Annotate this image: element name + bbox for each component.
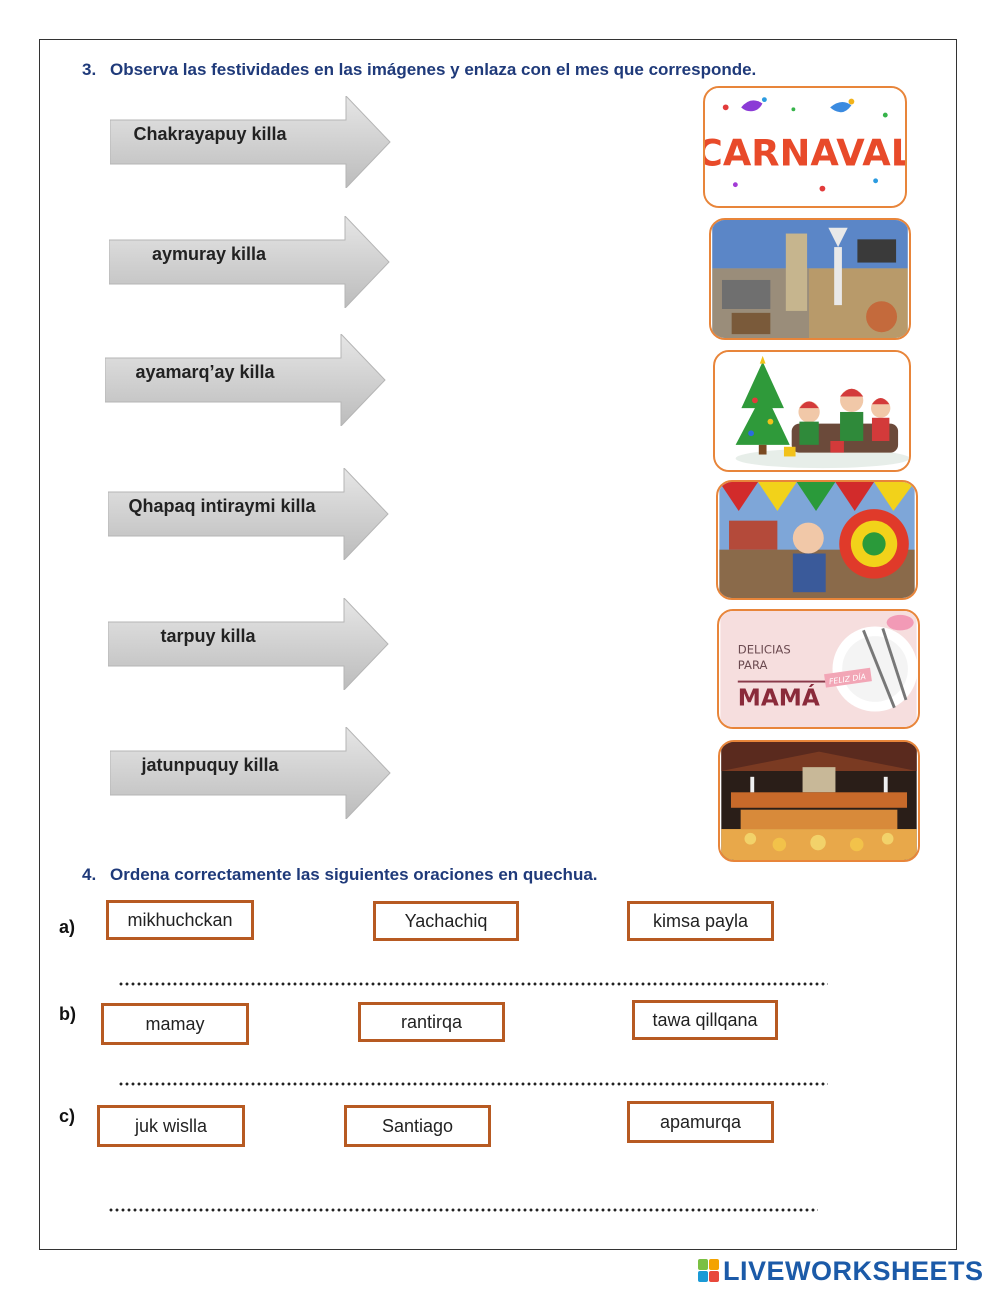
arrow-chakrayapuy[interactable]: Chakrayapuy killa (110, 96, 392, 188)
arrow-shape (105, 334, 386, 426)
all-saints-altar-image[interactable] (718, 740, 920, 862)
arrow-qhapaq-intiraymi[interactable]: Qhapaq intiraymi killa (108, 468, 390, 560)
mothers-day-image[interactable]: DELICIAS PARA MAMÁ FELIZ DÍA (717, 609, 920, 729)
word-box-mikhuchckan[interactable]: mikhuchckan (106, 900, 254, 940)
answer-line-b[interactable] (118, 1082, 828, 1086)
arrow-aymuray[interactable]: aymuray killa (109, 216, 391, 308)
arrow-label: tarpuy killa (160, 626, 256, 646)
liveworksheets-mark-icon (698, 1259, 720, 1283)
arrow-shape (110, 727, 391, 819)
patriotic-festival-illustration (719, 482, 915, 598)
worksheet-frame (39, 39, 957, 1250)
christmas-illustration (716, 352, 909, 470)
liveworksheets-brand: LIVEWORKSHEETS (723, 1255, 984, 1286)
word-box-tawa-qillqana[interactable]: tawa qillqana (632, 1000, 778, 1040)
arrow-label: ayamarq’ay killa (135, 362, 275, 382)
christmas-image[interactable] (713, 350, 911, 472)
arrow-jatunpuquy[interactable]: jatunpuquy killa (110, 727, 392, 819)
answer-line-c[interactable] (108, 1208, 818, 1212)
arrow-label: Qhapaq intiraymi killa (128, 496, 316, 516)
word-box-santiago[interactable]: Santiago (344, 1105, 491, 1147)
section-4-heading: 4. Ordena correctamente las siguientes or… (82, 865, 598, 885)
section-3-number: 3. (82, 60, 97, 79)
mothers-day-illustration: DELICIAS PARA MAMÁ FELIZ DÍA (720, 611, 918, 727)
mama-line2: PARA (738, 658, 768, 672)
arrow-ayamarqay[interactable]: ayamarq’ay killa (105, 334, 387, 426)
word-box-apamurqa[interactable]: apamurqa (627, 1101, 774, 1143)
arrow-tarpuy[interactable]: tarpuy killa (108, 598, 390, 690)
city-collage-illustration (712, 220, 908, 338)
answer-line-a[interactable] (118, 982, 828, 986)
row-label-c: c) (59, 1106, 76, 1126)
mama-line1: DELICIAS (738, 643, 791, 657)
section-4-instruction: Ordena correctamente las siguientes orac… (110, 865, 598, 884)
word-box-yachachiq[interactable]: Yachachiq (373, 901, 519, 941)
carnaval-image[interactable]: CARNAVAL (703, 86, 907, 208)
arrow-label: Chakrayapuy killa (133, 124, 287, 144)
section-3-instruction: Observa las festividades en las imágenes… (110, 60, 757, 79)
section-3-heading: 3. Observa las festividades en las imágen… (82, 60, 756, 80)
section-4-number: 4. (82, 865, 97, 884)
arrow-label: jatunpuquy killa (141, 755, 279, 775)
patriotic-festival-image[interactable] (716, 480, 918, 600)
arrow-shape (110, 96, 391, 188)
word-box-mamay[interactable]: mamay (101, 1003, 249, 1045)
mama-line3: MAMÁ (738, 684, 820, 712)
altar-illustration (721, 742, 917, 860)
carnaval-text: CARNAVAL (705, 131, 905, 174)
city-anniversary-image[interactable] (709, 218, 911, 340)
word-box-kimsa-payla[interactable]: kimsa payla (627, 901, 774, 941)
row-label-b: b) (59, 1004, 76, 1024)
arrow-shape (109, 216, 390, 308)
word-box-rantirqa[interactable]: rantirqa (358, 1002, 505, 1042)
carnaval-illustration: CARNAVAL (705, 88, 905, 206)
arrow-shape (108, 468, 389, 560)
liveworksheets-logo: LIVEWORKSHEETS (698, 1256, 984, 1286)
word-box-juk-wislla[interactable]: juk wislla (97, 1105, 245, 1147)
arrow-label: aymuray killa (151, 244, 267, 264)
row-label-a: a) (59, 917, 76, 937)
arrow-shape (108, 598, 389, 690)
